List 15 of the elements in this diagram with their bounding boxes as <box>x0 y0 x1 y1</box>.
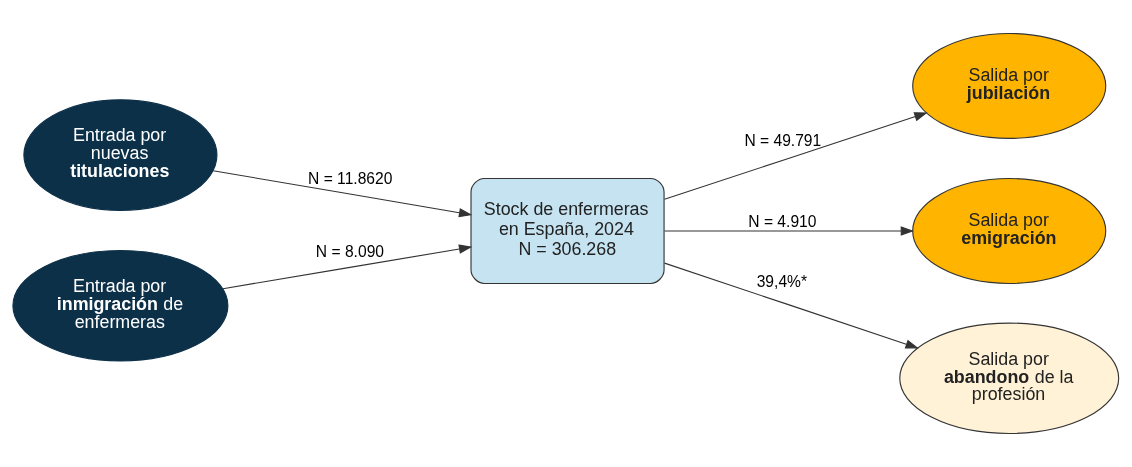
node-box: Stock de enfermeras en España, 2024 N = 306.268 <box>470 178 665 284</box>
edge-label: N = 11.8620 <box>308 170 393 188</box>
edge-label: N = 4.910 <box>748 212 817 230</box>
edge-label: N = 8.090 <box>315 242 385 260</box>
arrow <box>664 262 919 349</box>
arrow <box>664 226 915 236</box>
edge-label: N = 49.791 <box>744 132 822 150</box>
arrow <box>212 170 473 218</box>
node-ellipse: Salida por emigración <box>912 178 1107 284</box>
arrow <box>222 244 473 290</box>
node-ellipse: Entrada por inmigración de enfermeras <box>12 249 229 362</box>
edge-label: 39,4%* <box>756 273 808 291</box>
node-ellipse: Entrada por nuevas titulaciones <box>23 99 218 211</box>
arrow <box>664 112 928 200</box>
node-ellipse: Salida por abandono de la profesión <box>899 322 1120 435</box>
